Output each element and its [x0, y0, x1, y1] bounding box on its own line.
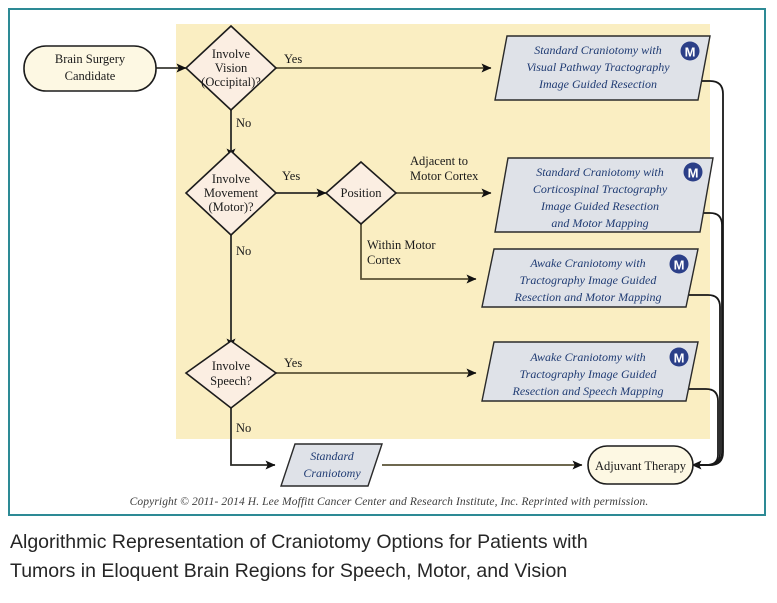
moffitt-m-logo-icon: M [669, 347, 689, 367]
speech-label-line1: Involve [212, 359, 251, 373]
node-decision-involve-vision[interactable]: Involve Vision (Occipital)? [184, 24, 278, 112]
label-speech-yes: Yes [284, 356, 302, 370]
node-process-standard-craniotomy-visual[interactable]: Standard Craniotomy with Visual Pathway … [494, 35, 711, 101]
vision-label-line3: (Occipital)? [201, 75, 261, 89]
vision-label-line2: Vision [215, 61, 248, 75]
proc-motor-adj-line4: and Motor Mapping [551, 216, 648, 230]
node-process-awake-craniotomy-motor[interactable]: Awake Craniotomy with Tractography Image… [481, 248, 699, 308]
moffitt-m-logo-icon: M [669, 254, 689, 274]
proc-vision-line2: Visual Pathway Tractography [526, 60, 670, 74]
edge-return-speech [686, 388, 719, 466]
node-adjuvant-therapy[interactable]: Adjuvant Therapy [587, 445, 694, 485]
vision-label-line1: Involve [212, 47, 251, 61]
node-process-standard-craniotomy-corticospinal[interactable]: Standard Craniotomy with Corticospinal T… [494, 157, 714, 233]
label-position-adjacent-line2: Motor Cortex [410, 169, 479, 183]
start-label-line2: Candidate [65, 69, 116, 83]
svg-text:M: M [688, 166, 699, 181]
caption-line-1: Algorithmic Representation of Craniotomy… [10, 531, 588, 553]
speech-label-line2: Speech? [210, 374, 252, 388]
node-brain-surgery-candidate[interactable]: Brain Surgery Candidate [23, 45, 157, 92]
node-decision-involve-speech[interactable]: Involve Speech? [184, 340, 278, 410]
figure-frame: Brain Surgery Candidate Involve Vision (… [8, 8, 766, 516]
svg-text:M: M [674, 258, 685, 273]
proc-standard-line2: Craniotomy [303, 466, 361, 480]
proc-motor-adj-line2: Corticospinal Tractography [533, 182, 668, 196]
proc-standard-line1: Standard [310, 449, 355, 463]
label-position-within-line2: Cortex [367, 253, 402, 267]
edge-speech-no [230, 408, 276, 470]
start-label-line1: Brain Surgery [55, 52, 126, 66]
svg-text:M: M [685, 45, 696, 60]
proc-motor-adj-line1: Standard Craniotomy with [536, 165, 664, 179]
label-position-adjacent-line1: Adjacent to [410, 154, 468, 168]
motor-label-line3: (Motor)? [208, 200, 254, 214]
proc-vision-line3: Image Guided Resection [538, 77, 657, 91]
proc-motor-within-line3: Resection and Motor Mapping [514, 290, 662, 304]
figure-caption: Algorithmic Representation of Craniotomy… [10, 528, 750, 586]
edge-labels: Yes No Yes No Adjacent to Motor Cortex W… [236, 52, 479, 435]
moffitt-m-logo-icon: M [683, 162, 703, 182]
adjuvant-therapy-label: Adjuvant Therapy [595, 459, 687, 473]
svg-text:M: M [674, 351, 685, 366]
moffitt-m-logo-icon: M [680, 41, 700, 61]
label-speech-no: No [236, 421, 251, 435]
connector-lines [156, 63, 724, 470]
proc-speech-line2: Tractography Image Guided [520, 367, 658, 381]
proc-speech-line1: Awake Craniotomy with [529, 350, 645, 364]
flowchart-diagram: Brain Surgery Candidate Involve Vision (… [23, 24, 724, 487]
label-vision-no: No [236, 116, 251, 130]
position-label: Position [341, 186, 383, 200]
proc-motor-within-line1: Awake Craniotomy with [529, 256, 645, 270]
copyright-notice: Copyright © 2011- 2014 H. Lee Moffitt Ca… [129, 496, 649, 508]
motor-label-line2: Movement [204, 186, 259, 200]
proc-motor-within-line2: Tractography Image Guided [520, 273, 658, 287]
node-process-standard-craniotomy[interactable]: Standard Craniotomy [280, 443, 383, 487]
proc-vision-line1: Standard Craniotomy with [534, 43, 662, 57]
label-motor-no: No [236, 244, 251, 258]
node-decision-position[interactable]: Position [324, 160, 398, 226]
node-decision-involve-movement[interactable]: Involve Movement (Motor)? [184, 149, 278, 237]
caption-line-2: Tumors in Eloquent Brain Regions for Spe… [10, 560, 568, 582]
label-motor-yes: Yes [282, 169, 300, 183]
edge-position-within [360, 223, 477, 284]
node-process-awake-craniotomy-speech[interactable]: Awake Craniotomy with Tractography Image… [481, 341, 699, 402]
proc-motor-adj-line3: Image Guided Resection [540, 199, 659, 213]
motor-label-line1: Involve [212, 172, 251, 186]
label-position-within-line1: Within Motor [367, 238, 436, 252]
label-vision-yes: Yes [284, 52, 302, 66]
proc-speech-line3: Resection and Speech Mapping [512, 384, 664, 398]
